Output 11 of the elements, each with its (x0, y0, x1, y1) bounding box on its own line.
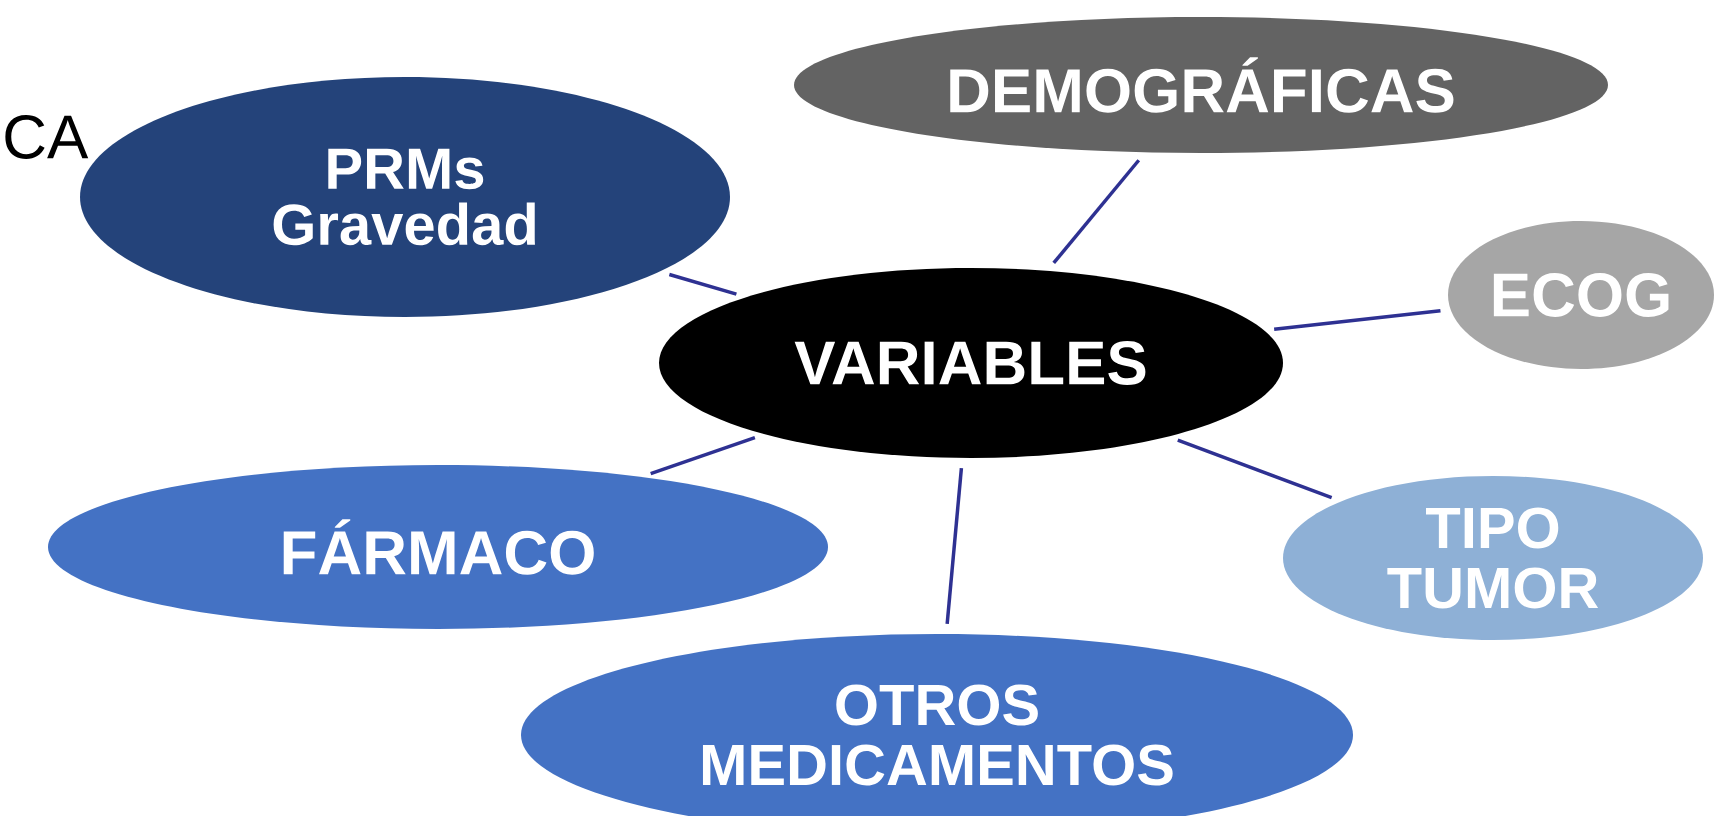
ellipse-node: FÁRMACO (48, 465, 828, 629)
connector-line (945, 467, 964, 625)
ellipse-node: ECOG (1448, 221, 1714, 369)
ellipse-node: VARIABLES (659, 268, 1283, 458)
connector-line (1273, 308, 1441, 331)
ellipse-node: DEMOGRÁFICAS (794, 17, 1608, 153)
connector-line (1177, 438, 1333, 500)
connector-line (650, 435, 756, 476)
connector-line (1052, 159, 1141, 265)
connector-line (668, 272, 737, 296)
ellipse-node: TIPO TUMOR (1283, 476, 1703, 640)
